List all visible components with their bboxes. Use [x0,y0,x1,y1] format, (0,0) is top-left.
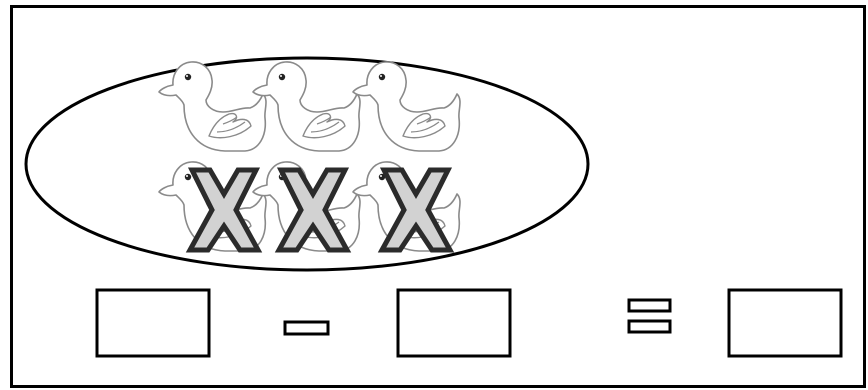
answer-box-first[interactable] [97,290,209,356]
answer-box-result[interactable] [729,290,841,356]
minus-sign [285,322,328,334]
duck-icon [159,62,266,151]
equals-sign-top [629,300,670,311]
duck-icon [253,62,360,151]
duck-icon [353,62,460,151]
answer-box-second[interactable] [398,290,510,356]
equals-sign-bottom [629,321,670,332]
